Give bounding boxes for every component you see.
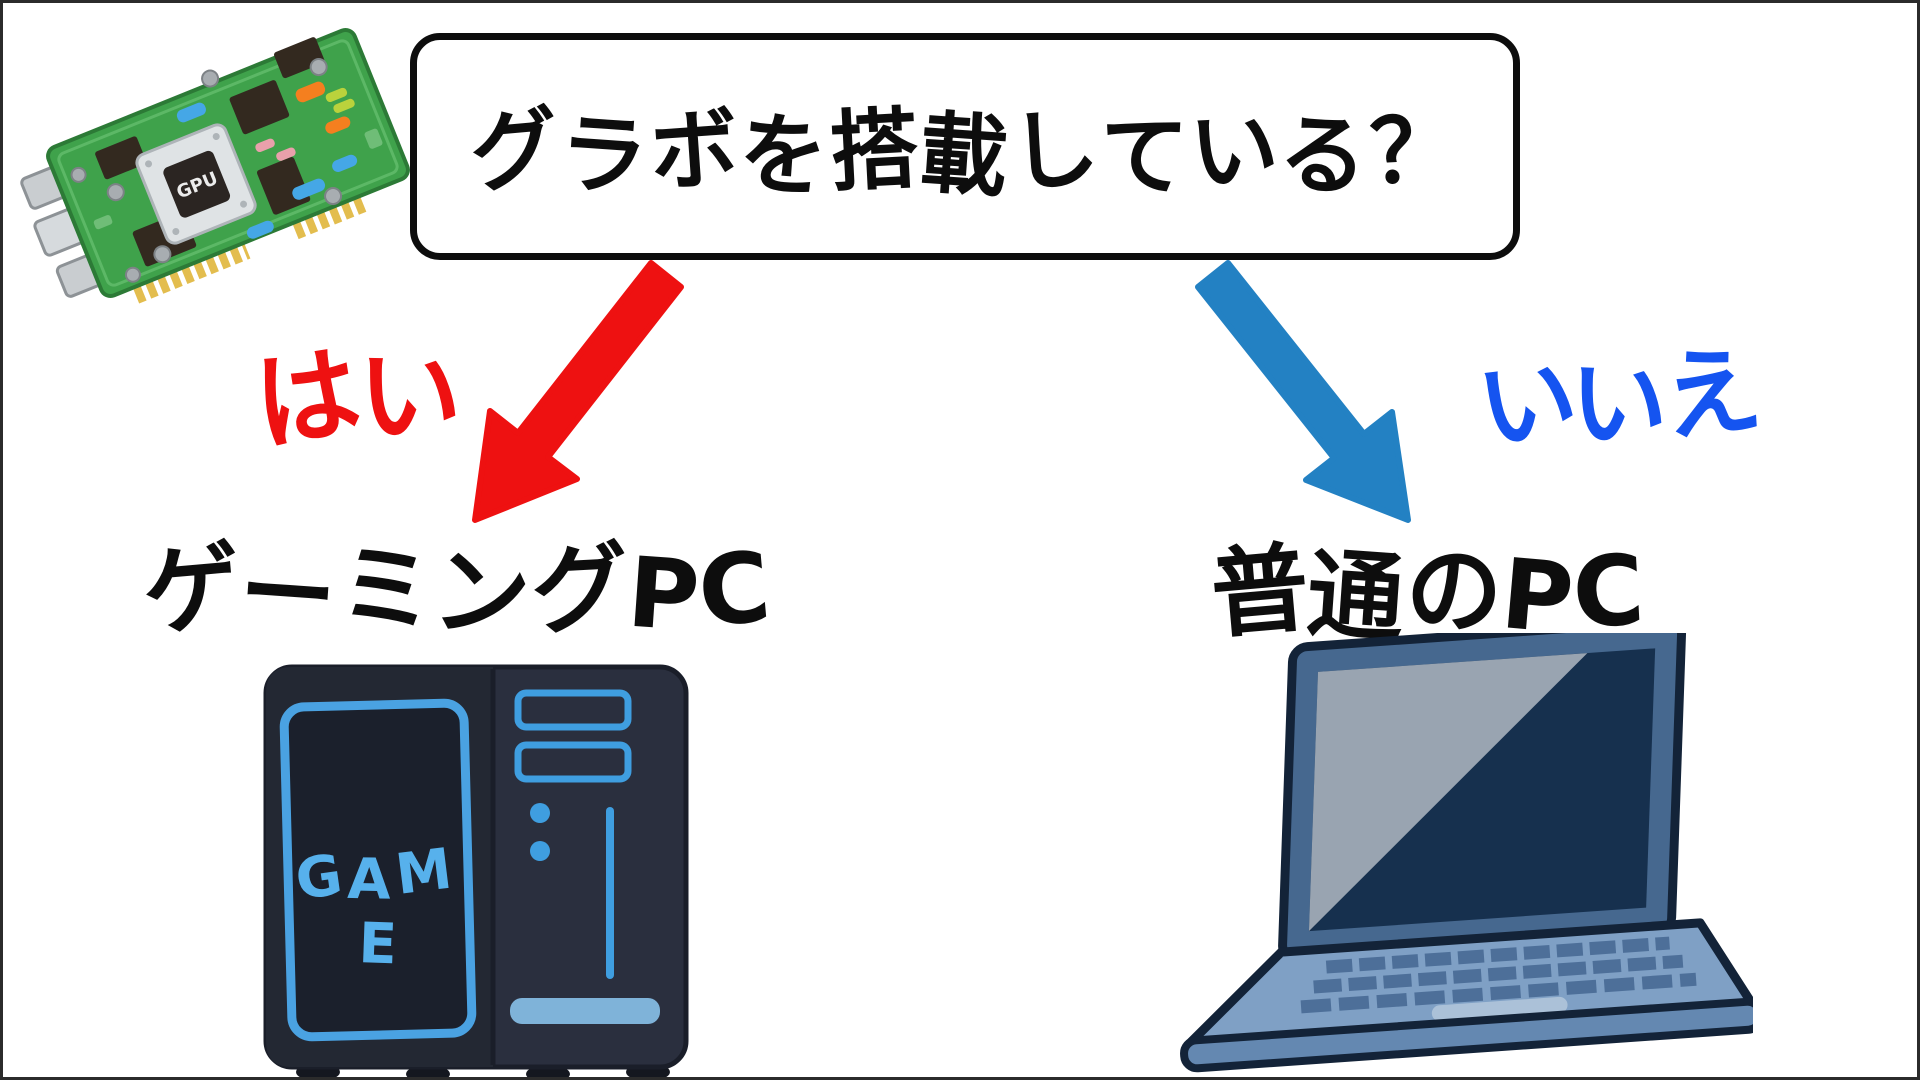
yes-arrow-icon <box>472 260 684 523</box>
gpu-card-illustration: GPU <box>20 28 410 304</box>
gaming-pc-illustration <box>263 664 689 1077</box>
question-box: グラボを搭載している？ <box>410 33 1520 260</box>
no-arrow-icon <box>1195 260 1411 523</box>
laptop-illustration <box>1180 633 1753 1073</box>
gaming-pc-label: ゲーミングPC <box>138 528 775 655</box>
yes-label: はい <box>246 330 462 467</box>
no-label: いいえ <box>1471 332 1762 468</box>
gaming-pc-front-text: GAME <box>292 836 461 978</box>
